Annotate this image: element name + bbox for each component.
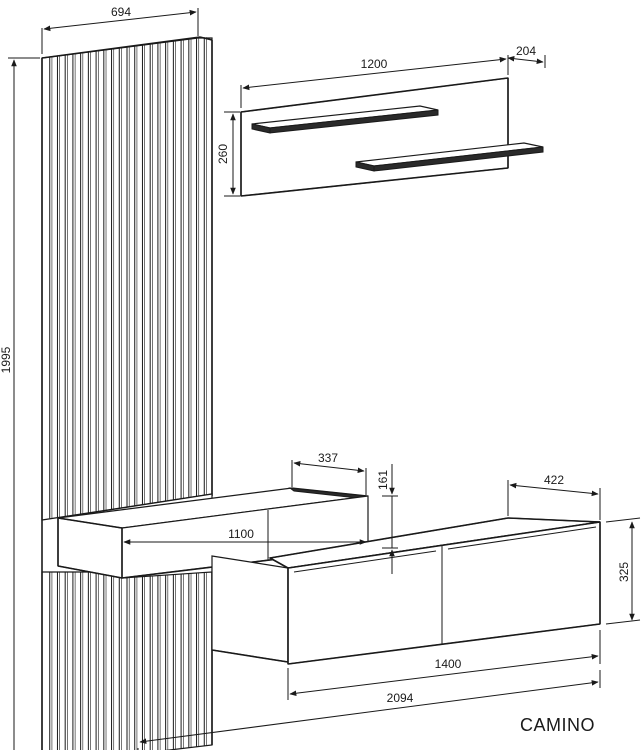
dim-shelf-depth: 204	[516, 44, 536, 58]
upper-box	[57, 487, 369, 579]
dim-panel-width: 694	[111, 5, 131, 19]
dim-panel-height: 1995	[0, 346, 13, 373]
dim-base-height: 325	[617, 562, 631, 582]
dim-upper-box-depth: 337	[318, 451, 338, 465]
wall-shelf-unit	[240, 77, 544, 197]
base-cabinet	[211, 517, 601, 665]
slatted-wall-panel	[41, 36, 213, 750]
dim-base-depth: 422	[544, 473, 564, 487]
dimension-lines	[8, 8, 641, 750]
dim-shelf-height: 260	[216, 144, 230, 164]
dimension-labels: 694 1200 204 260 1995 337 161 1100 422 3…	[0, 5, 631, 705]
dim-total-width: 2094	[387, 691, 414, 705]
dim-shelf-width: 1200	[361, 57, 388, 71]
dim-base-width: 1400	[435, 657, 462, 671]
product-title: CAMINO	[520, 715, 595, 735]
dim-upper-box-height: 161	[376, 470, 390, 490]
dim-upper-box-width: 1100	[228, 527, 254, 541]
